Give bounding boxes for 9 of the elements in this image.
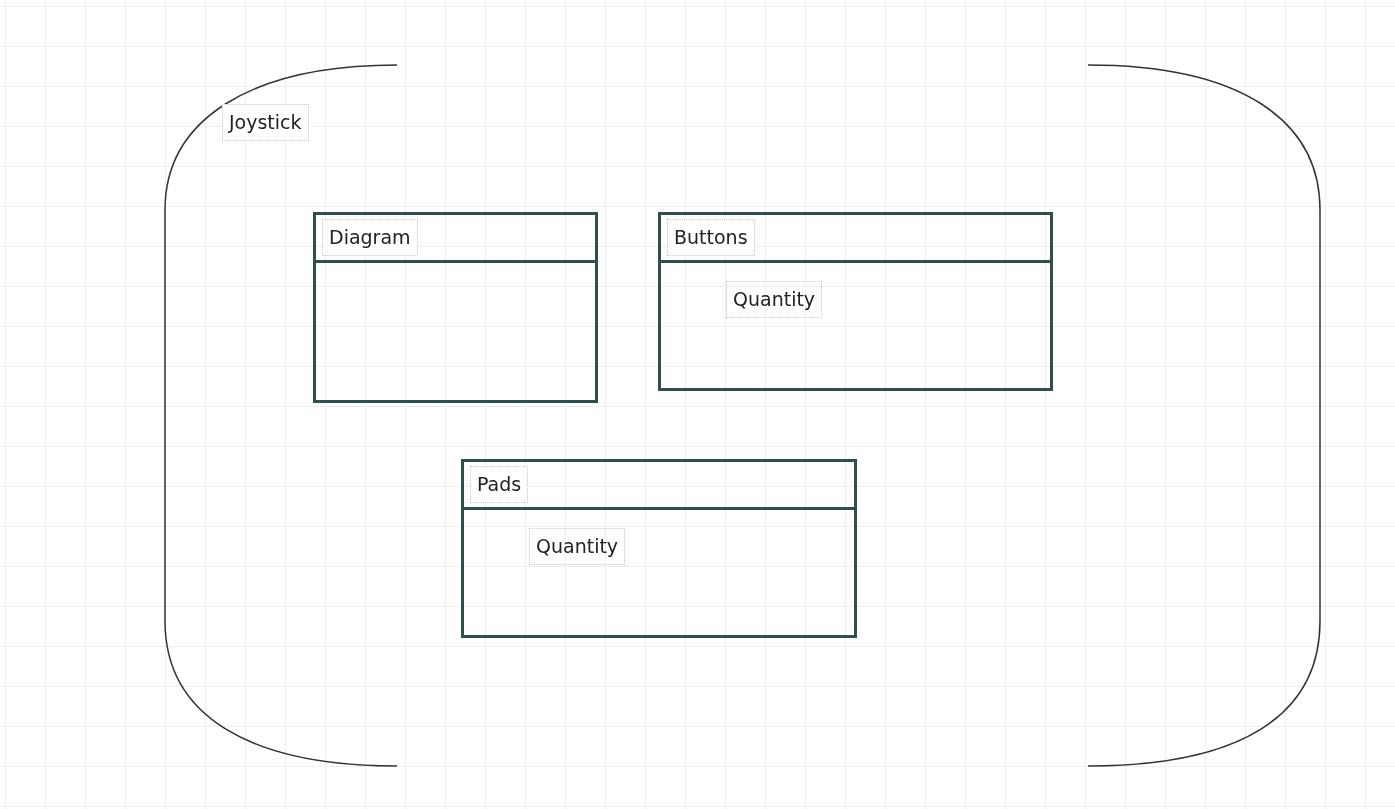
attribute-text: Quantity [726,281,823,318]
class-box [313,212,598,403]
class-box [658,212,1053,391]
box-title: Buttons [667,219,755,256]
box-title: Diagram [322,219,418,256]
attribute-text: Quantity [529,528,626,565]
box-title: Pads [470,466,529,503]
class-box [461,459,857,638]
container-title: Joystick [222,104,309,141]
